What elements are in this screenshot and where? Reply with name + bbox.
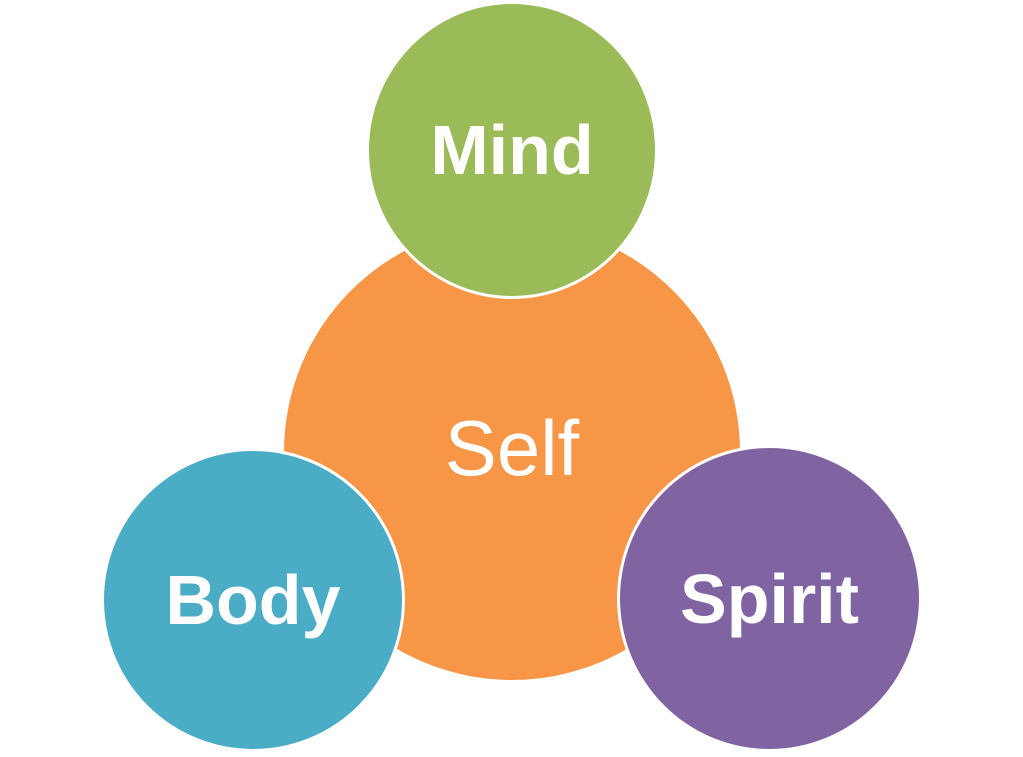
mind-label: Mind bbox=[430, 111, 594, 189]
self-label: Self bbox=[444, 404, 580, 492]
spirit-circle: Spirit bbox=[617, 445, 922, 752]
spirit-label: Spirit bbox=[680, 559, 859, 638]
mind-circle: Mind bbox=[366, 1, 658, 299]
body-circle: Body bbox=[101, 448, 405, 752]
body-label: Body bbox=[165, 561, 341, 639]
